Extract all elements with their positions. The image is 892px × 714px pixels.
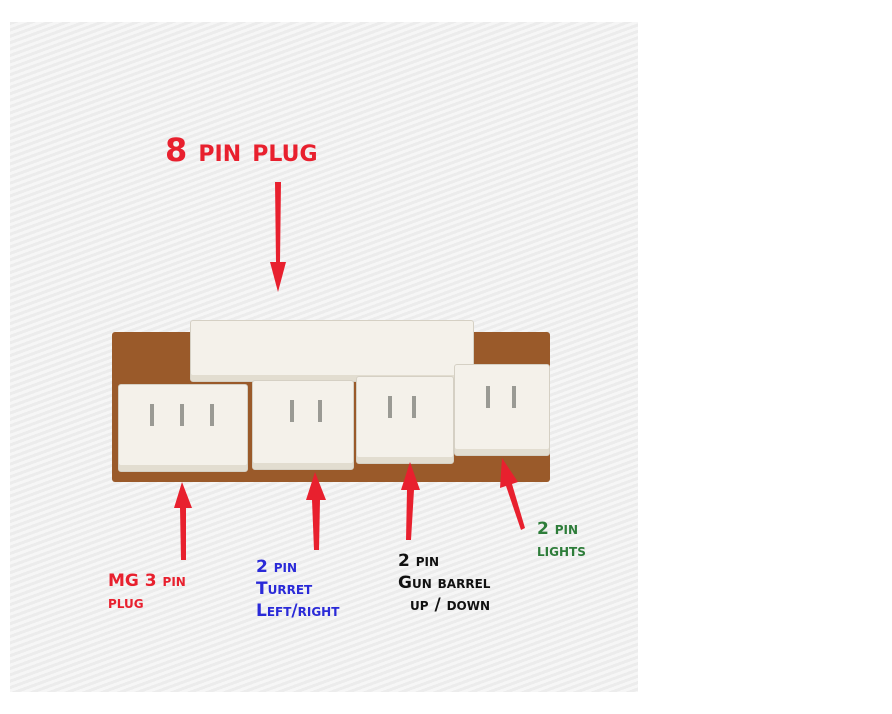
arrow-lights — [500, 458, 525, 530]
connector-gun-2pin — [356, 376, 454, 464]
label-line: Gun barrel — [398, 573, 491, 593]
label-turret: 2 pin Turret Left/right — [256, 556, 339, 622]
connector-turret-2pin — [252, 380, 354, 470]
connector-mg-3pin — [118, 384, 248, 472]
label-line: Turret — [256, 579, 313, 599]
label-8-pin-plug: 8 pin plug — [165, 131, 318, 169]
label-line: 2 pin — [398, 551, 440, 571]
label-line: up / down — [410, 595, 491, 615]
label-line: Left/right — [256, 601, 340, 621]
label-gun: 2 pin Gun barrel up / down — [398, 550, 490, 616]
arrow-8pin — [270, 182, 286, 292]
arrow-turret — [306, 472, 326, 550]
label-line: 2 pin — [537, 519, 579, 539]
label-line: 2 pin — [256, 557, 298, 577]
arrow-mg — [174, 482, 192, 560]
label-line: plug — [108, 593, 144, 613]
connector-lights-2pin — [454, 364, 550, 456]
arrow-gun — [401, 462, 420, 540]
label-line: MG 3 pin — [108, 571, 186, 591]
label-mg: MG 3 pin plug — [108, 570, 186, 614]
label-line: lights — [537, 541, 586, 561]
label-lights: 2 pin lights — [537, 518, 586, 562]
